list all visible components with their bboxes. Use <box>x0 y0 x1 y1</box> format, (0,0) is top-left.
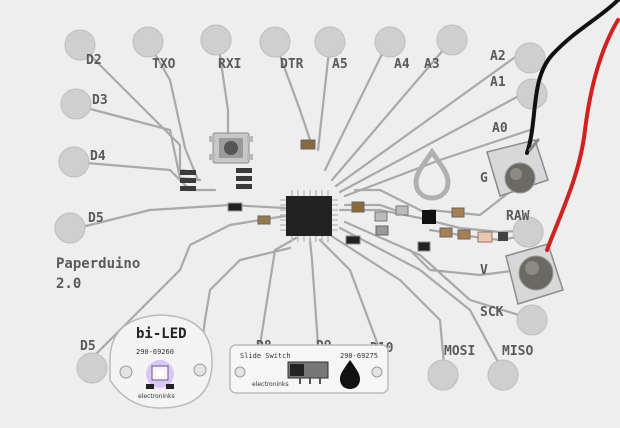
pad-d4 <box>58 146 90 178</box>
led-module-brand: electroninks <box>138 393 175 400</box>
slide-switch-toggle[interactable] <box>287 361 329 384</box>
pad-a4 <box>374 26 406 58</box>
microcontroller-chip <box>280 190 338 242</box>
label-d2: D2 <box>86 53 102 68</box>
label-mosi: MOSI <box>444 344 475 359</box>
label-a2: A2 <box>490 49 506 64</box>
pad-mosi <box>427 359 459 391</box>
label-dtr: DTR <box>280 57 304 72</box>
pad-d2 <box>64 29 96 61</box>
board-version: 2.0 <box>56 276 81 292</box>
pad-d5-left <box>76 352 108 384</box>
pad-raw <box>512 216 544 248</box>
label-raw: RAW <box>506 209 530 224</box>
reset-button[interactable] <box>209 132 253 164</box>
label-gnd: G <box>480 171 488 186</box>
pad-rxi <box>200 24 232 56</box>
label-a5: A5 <box>332 57 348 72</box>
led-module-part-number: 290-69260 <box>136 348 174 356</box>
label-a4: A4 <box>394 57 410 72</box>
label-sck: SCK <box>480 305 504 320</box>
board-title: Paperduino <box>56 256 140 272</box>
pad-a2 <box>514 42 546 74</box>
pad-sck <box>516 304 548 336</box>
pad-txo <box>132 26 164 58</box>
label-a3: A3 <box>424 57 440 72</box>
switch-module-part-number: 290-69275 <box>340 352 378 360</box>
smd-components <box>180 139 508 252</box>
power-wires <box>525 0 620 252</box>
label-d5-right: D5 <box>88 211 104 226</box>
droplet-logo <box>413 147 451 201</box>
battery-clip-bottom <box>505 243 564 305</box>
label-d3: D3 <box>92 93 108 108</box>
switch-module-name: Slide Switch <box>240 352 291 360</box>
label-vcc: V <box>480 263 488 278</box>
pad-a5 <box>314 26 346 58</box>
led-module-name: bi-LED <box>136 326 187 342</box>
pin-labels: D2 TXO RXI DTR A5 A4 A3 A2 A1 A0 D3 D4 D… <box>56 49 533 359</box>
pad-d5-right <box>54 212 86 244</box>
label-d5-left: D5 <box>80 339 96 354</box>
pad-a1 <box>516 78 548 110</box>
label-a0: A0 <box>492 121 508 136</box>
battery-clip-top <box>486 139 549 197</box>
pad-dtr <box>259 26 291 58</box>
switch-module-brand: electroninks <box>252 381 289 388</box>
label-d4: D4 <box>90 149 106 164</box>
bi-led-module: bi-LED 290-69260 electroninks <box>109 314 213 409</box>
pin-pads <box>54 24 548 391</box>
pad-d3 <box>60 88 92 120</box>
pad-miso <box>487 359 519 391</box>
pad-a3 <box>436 24 468 56</box>
label-a1: A1 <box>490 75 506 90</box>
label-rxi: RXI <box>218 57 241 72</box>
label-txo: TXO <box>152 57 176 72</box>
label-miso: MISO <box>502 344 533 359</box>
